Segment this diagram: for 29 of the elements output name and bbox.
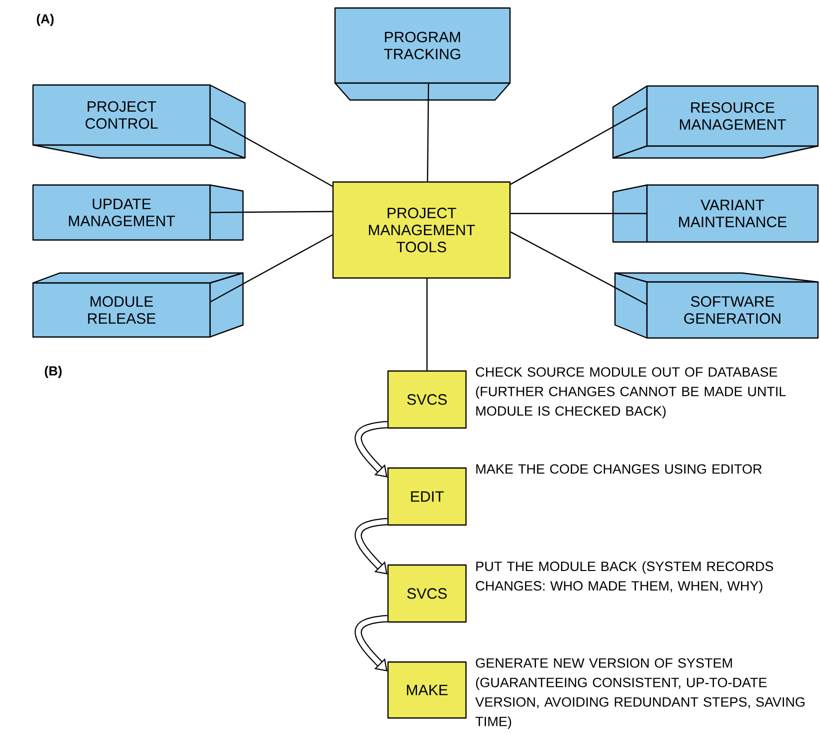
step-box: SVCS [387,564,467,623]
connector-line [210,210,332,214]
block-box: SOFTWARE GENERATION [614,272,819,339]
panel-label: (A) [36,14,54,26]
connector-line [210,234,333,302]
connector-line [426,278,428,370]
step-description: MAKE THE CODE CHANGES USING EDITOR [476,464,762,474]
tool-box: PROJECT MANAGEMENT TOOLS [332,181,511,279]
connector-line [510,108,647,185]
panel-label: (B) [44,366,62,378]
step-description: CHECK SOURCE MODULE OUT OF DATABASE (FURTHER CHANGES CANNOT BE MADE UNTIL MODULE IS CHECKED BACK) [476,367,786,418]
step-description: PUT THE MODULE BACK (SYSTEM RECORDS CHANGES: WHO MADE THEM, WHEN, WHY) [476,561,774,594]
step-box: SVCS [387,370,467,429]
block-box: VARIANT MAINTENANCE [612,184,819,243]
block-box: RESOURCE MANAGEMENT [612,85,819,159]
connector-line [510,212,646,214]
step-box: MAKE [387,661,467,719]
step-box: EDIT [387,467,467,526]
connector-line [426,84,430,182]
step-description: GENERATE NEW VERSION OF SYSTEM (GUARANTEEING CONSISTENT, UP-TO-DATE VERSION, AVOIDING REDUNDANT STEPS, SAVING TIME) [475,658,804,729]
hollow-arrow [354,518,388,574]
connector-line [210,118,333,187]
block-box: MODULE RELEASE [32,272,244,338]
block-box: PROGRAM TRACKING [334,7,511,101]
hollow-arrow [354,421,388,478]
hollow-arrow [354,615,388,672]
connector-line [510,231,647,305]
block-box: PROJECT CONTROL [32,84,246,159]
block-box: UPDATE MANAGEMENT [32,184,244,241]
